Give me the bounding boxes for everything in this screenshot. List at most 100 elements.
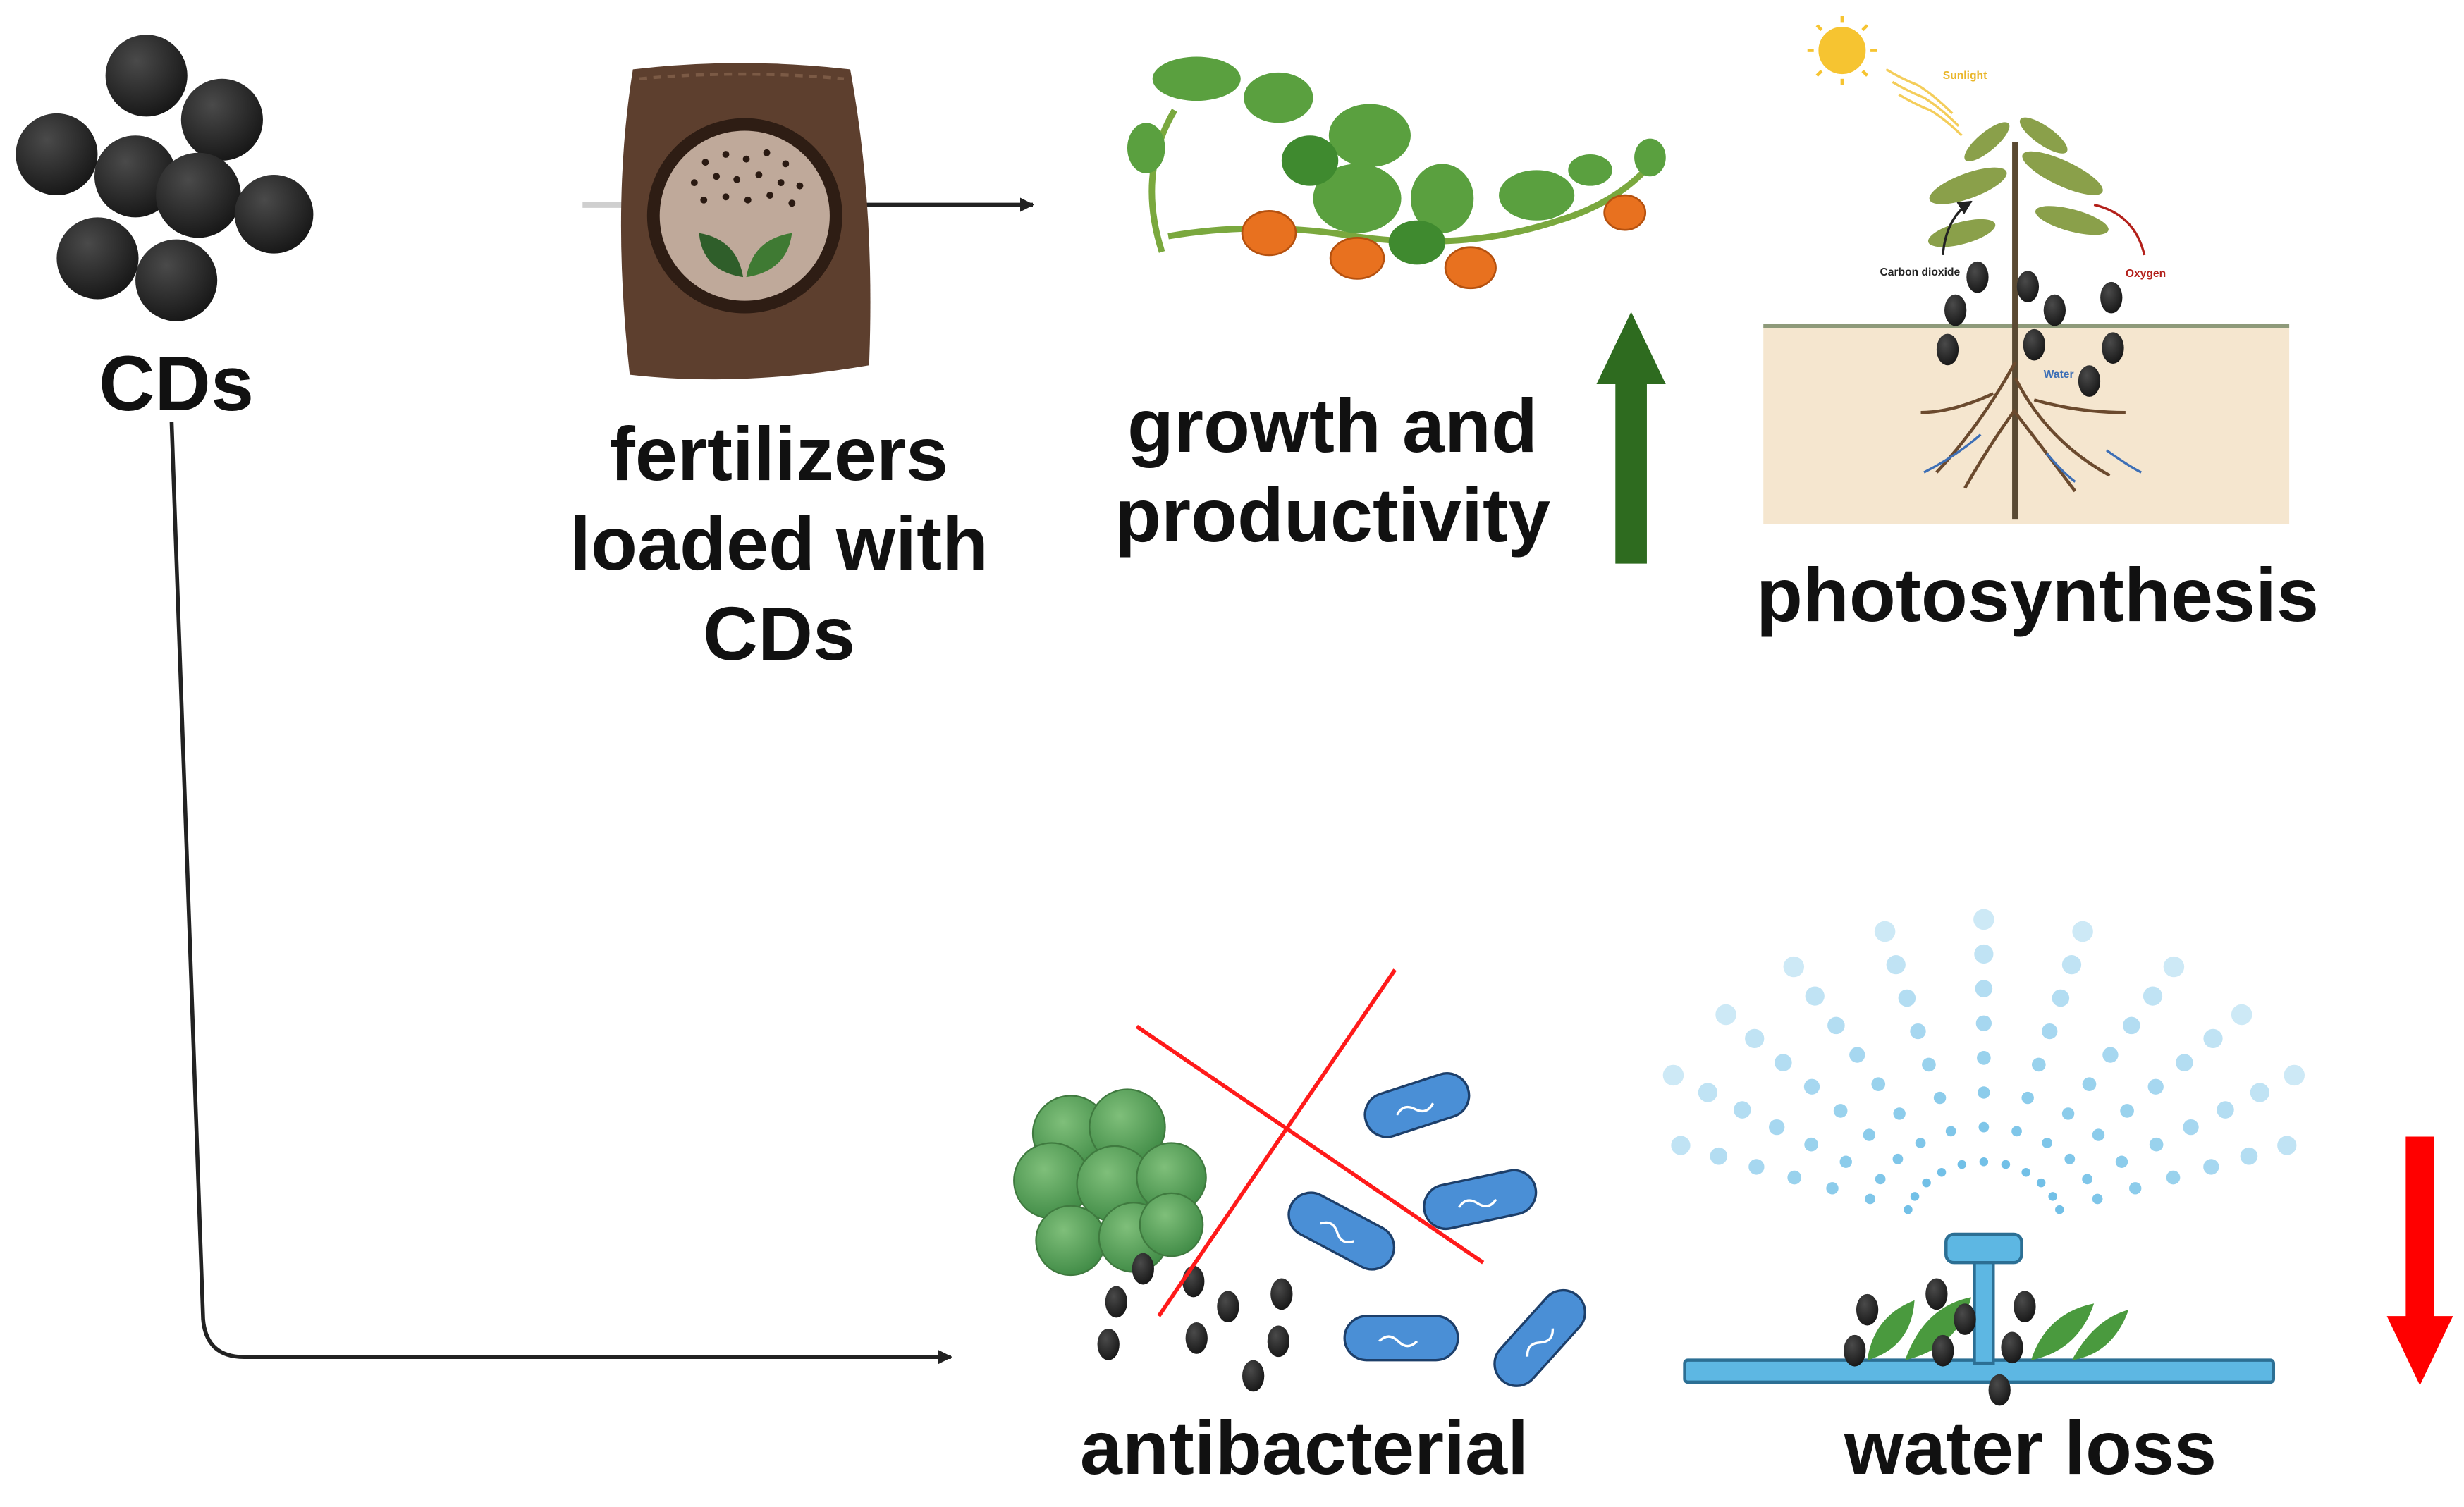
water-drop <box>1875 1174 1886 1185</box>
water-drop <box>1745 1028 1765 1049</box>
water-drop <box>1893 1107 1906 1120</box>
water-drop <box>1698 1083 1718 1102</box>
sun-icon <box>1807 16 1877 85</box>
water-drop <box>2064 1153 2076 1164</box>
water-drop <box>2042 1138 2053 1148</box>
decrease-arrow-icon <box>2386 1136 2453 1386</box>
water-drop <box>1805 986 1825 1006</box>
water-drop <box>2001 1160 2011 1169</box>
water-drop <box>1922 1178 1931 1188</box>
water-drop <box>2036 1178 2046 1188</box>
water-drop <box>1833 1104 1848 1118</box>
water-drop <box>2082 1174 2092 1185</box>
water-drop <box>1922 1057 1936 1072</box>
water-drop <box>2149 1137 2164 1152</box>
water-drop <box>1974 944 1994 964</box>
cds-label: CDs <box>98 340 255 427</box>
water-drop <box>1977 1051 1991 1065</box>
water-drop <box>1937 1167 1947 1177</box>
water-drop <box>1662 1064 1684 1086</box>
sunlight-callout: Sunlight <box>1943 70 1987 82</box>
water-drop <box>1865 1193 1875 1205</box>
photosynthesis-label: photosynthesis <box>1755 552 2319 637</box>
carbon-dioxide-callout: Carbon dioxide <box>1880 266 1960 278</box>
bush-icon <box>1013 1088 1207 1277</box>
fertilizers-label: fertilizers loaded with CDs <box>570 411 988 676</box>
water-drop <box>2048 1192 2057 1201</box>
water-drop <box>1671 1136 1691 1155</box>
water-drop <box>2163 956 2185 978</box>
cd-particle-cluster-icon <box>16 35 314 321</box>
water-drop <box>1715 1004 1736 1026</box>
water-drop <box>1975 980 1993 997</box>
water-drop <box>1975 1015 1992 1031</box>
water-drop <box>1892 1153 1904 1164</box>
water-drop <box>2250 1083 2269 1102</box>
water-drop <box>1769 1119 1785 1136</box>
water-drop <box>2055 1205 2064 1214</box>
water-drop <box>1874 921 1896 942</box>
water-drop <box>2277 1136 2297 1155</box>
fertilizer-bag-icon <box>620 63 871 380</box>
water-drop <box>2123 1016 2140 1035</box>
water-drop <box>2092 1128 2105 1141</box>
growth-productivity-label: growth and productivity <box>1114 383 1551 558</box>
water-drop <box>2120 1104 2134 1118</box>
water-drop <box>1863 1128 1875 1141</box>
water-drop <box>2284 1064 2305 1086</box>
water-drop <box>1945 1126 1956 1137</box>
water-drop <box>1803 1078 1820 1095</box>
water-drop <box>1734 1101 1751 1119</box>
photosynthesis-plant-icon <box>1763 16 2290 524</box>
water-drop <box>2183 1119 2199 1136</box>
water-drop <box>1783 956 1805 978</box>
increase-arrow-icon <box>1596 312 1666 564</box>
water-drop <box>1826 1182 1839 1195</box>
water-drop <box>1957 1160 1967 1169</box>
connector-arrows <box>169 197 1035 1365</box>
water-drop <box>1915 1138 1926 1148</box>
water-drop <box>2031 1057 2046 1072</box>
water-drop <box>2231 1004 2252 1026</box>
water-drop <box>2217 1101 2234 1119</box>
water-drop <box>1904 1205 1913 1214</box>
sprinkler-icon <box>1662 909 2305 1406</box>
water-drop <box>1775 1054 1792 1071</box>
water-drop <box>2166 1170 2181 1185</box>
water-drop <box>1748 1159 1765 1175</box>
water-drop <box>2240 1147 2258 1165</box>
water-drop <box>2052 989 2070 1007</box>
water-drop <box>1979 1157 1989 1167</box>
water-drop <box>1910 1192 1920 1201</box>
oxygen-callout: Oxygen <box>2126 268 2166 280</box>
water-drop <box>2176 1054 2193 1071</box>
water-drop <box>1827 1016 1845 1035</box>
water-drop <box>1839 1155 1852 1168</box>
water-drop <box>1787 1170 1802 1185</box>
water-drop <box>2092 1193 2103 1205</box>
water-drop <box>2011 1126 2022 1137</box>
antibacterial-label: antibacterial <box>1079 1405 1529 1490</box>
water-drop <box>2203 1028 2223 1049</box>
water-callout: Water <box>2044 369 2074 381</box>
water-drop <box>2115 1155 2128 1168</box>
water-drop <box>2203 1159 2219 1175</box>
water-drop <box>1710 1147 1728 1165</box>
water-drop <box>2147 1078 2164 1095</box>
water-drop <box>1978 1086 1990 1099</box>
water-drop <box>2061 1107 2075 1120</box>
water-drop <box>2072 921 2093 942</box>
cross-out-lines <box>1135 968 1485 1317</box>
water-drop <box>2021 1167 2030 1177</box>
water-drop <box>2082 1077 2097 1091</box>
water-drop <box>1933 1091 1947 1105</box>
water-drop <box>2061 955 2082 975</box>
water-loss-label: water loss <box>1844 1405 2217 1490</box>
water-drop <box>2128 1182 2142 1195</box>
pumpkin-vine-icon <box>1127 56 1666 290</box>
water-drop <box>1910 1023 1926 1040</box>
water-drop <box>1898 989 1916 1007</box>
water-drop <box>1973 909 1994 930</box>
water-drop <box>2021 1091 2034 1105</box>
